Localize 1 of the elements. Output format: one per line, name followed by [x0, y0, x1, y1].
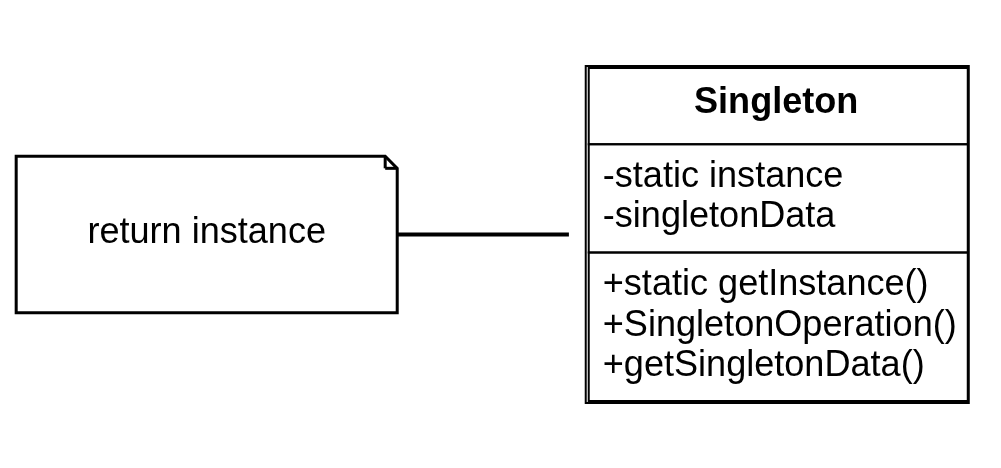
connector — [397, 232, 569, 236]
